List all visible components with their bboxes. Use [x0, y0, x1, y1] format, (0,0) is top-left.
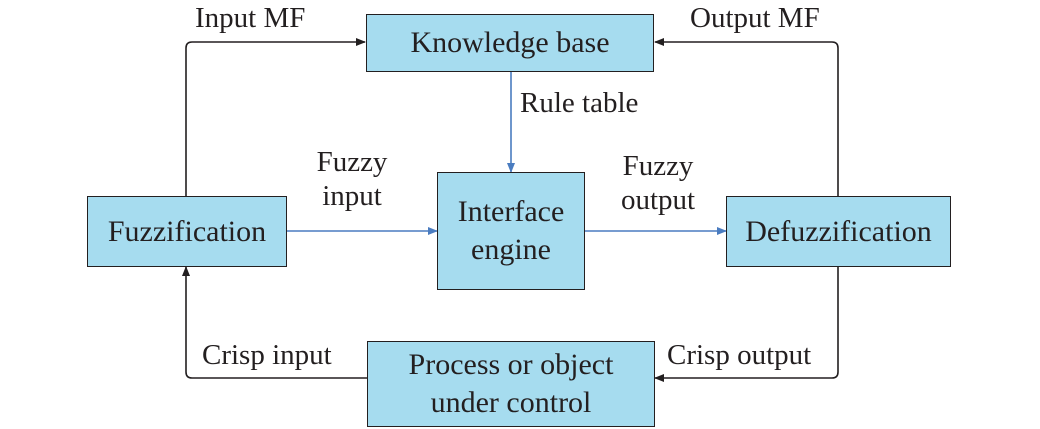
- interface-engine-node: Interface engine: [437, 172, 585, 290]
- interface-engine-label-line2: engine: [471, 233, 551, 266]
- edge-input-mf: [185, 38, 366, 196]
- knowledge-base-label: Knowledge base: [410, 26, 610, 59]
- fuzzy-input-label-line2: input: [322, 180, 382, 212]
- edge-crisp-output: [654, 267, 839, 382]
- rule-table-label: Rule table: [520, 87, 639, 119]
- fuzzy-input-label-line1: Fuzzy: [316, 146, 388, 178]
- fuzzy-output-label: Fuzzy output: [598, 149, 718, 217]
- process-label-line1: Process or object: [408, 348, 614, 381]
- input-mf-label: Input MF: [195, 2, 306, 34]
- process-node: Process or object under control: [367, 341, 655, 427]
- process-label-line2: under control: [430, 386, 592, 419]
- fuzzy-input-label: Fuzzy input: [297, 145, 407, 213]
- fuzzification-node: Fuzzification: [87, 196, 287, 267]
- edge-output-mf: [654, 38, 839, 196]
- fuzzy-output-label-line1: Fuzzy: [622, 150, 694, 182]
- fuzzification-label: Fuzzification: [107, 214, 267, 248]
- crisp-input-label: Crisp input: [202, 339, 332, 371]
- interface-engine-label-line1: Interface: [457, 195, 565, 228]
- fuzzy-output-label-line2: output: [620, 184, 696, 216]
- defuzzification-node: Defuzzification: [726, 196, 951, 267]
- edge-crisp-input: [182, 266, 367, 379]
- crisp-output-label: Crisp output: [667, 339, 812, 371]
- knowledge-base-node: Knowledge base: [366, 14, 654, 72]
- output-mf-label: Output MF: [690, 2, 820, 34]
- defuzzification-label: Defuzzification: [745, 214, 932, 248]
